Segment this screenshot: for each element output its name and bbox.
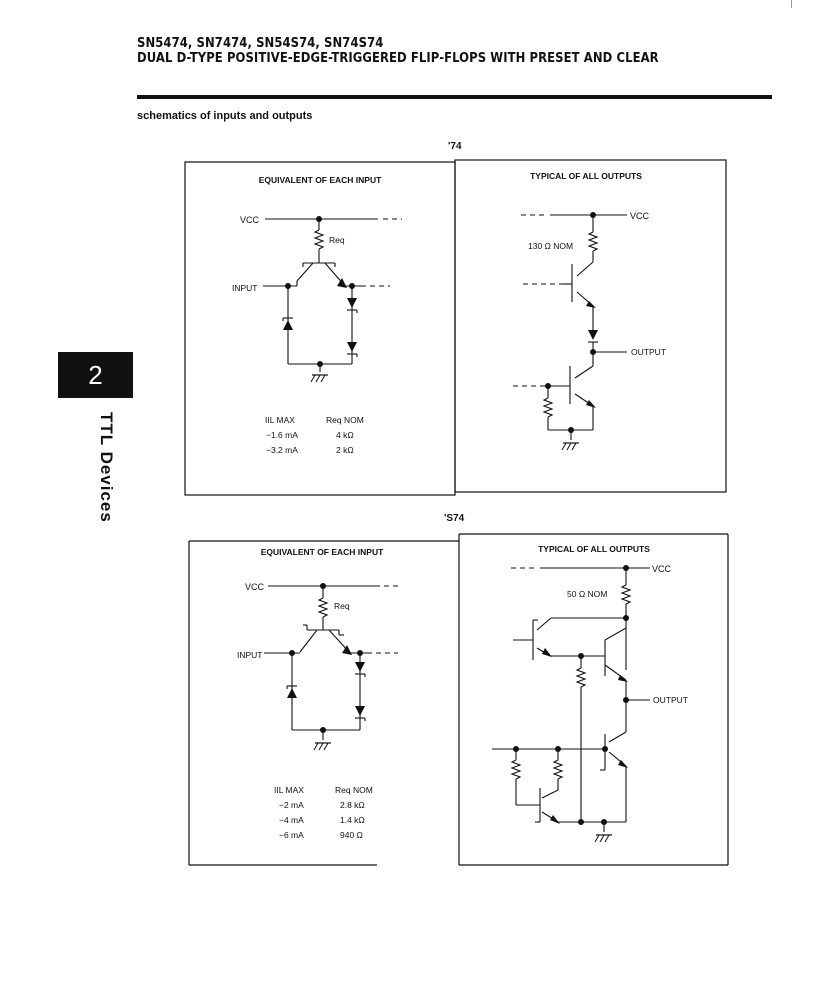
panel-s74-output-title: TYPICAL OF ALL OUTPUTS <box>538 544 650 554</box>
label-74-resistor: 130 Ω NOM <box>528 241 573 251</box>
label-74-vcc-output: VCC <box>630 211 650 221</box>
panel-74-output <box>454 159 727 493</box>
label-74-output: OUTPUT <box>631 347 666 357</box>
schematic-s74-input <box>264 585 400 740</box>
table-74-row1-req: 4 kΩ <box>336 430 354 440</box>
section-tab-number: 2 <box>88 360 103 390</box>
section-heading: schematics of inputs and outputs <box>137 110 313 122</box>
scan-mark <box>791 0 792 8</box>
table-74-header-iil: IIL MAX <box>265 415 295 425</box>
panel-74-input-title: EQUIVALENT OF EACH INPUT <box>259 175 382 185</box>
label-s74-req: Req <box>334 601 350 611</box>
label-s74-vcc-input: VCC <box>245 582 265 592</box>
panel-s74-input <box>188 540 459 866</box>
table-s74-row1-iil: −2 mA <box>279 800 304 810</box>
schematic-74-input <box>263 218 402 372</box>
section-tab <box>58 352 133 398</box>
table-74-header-req: Req NOM <box>326 415 364 425</box>
label-74-req: Req <box>329 235 345 245</box>
page-title-description: DUAL D-TYPE POSITIVE-EDGE-TRIGGERED FLIP… <box>137 50 659 66</box>
panel-s74-output <box>458 533 729 866</box>
page-title-part-numbers: SN5474, SN7474, SN54S74, SN74S74 <box>137 35 384 51</box>
table-74-row2-iil: −3.2 mA <box>266 445 298 455</box>
panel-74-input <box>184 161 456 496</box>
table-s74-row3-iil: −6 mA <box>279 830 304 840</box>
panel-s74-input-title: EQUIVALENT OF EACH INPUT <box>261 547 384 557</box>
schematic-74-output <box>513 214 627 440</box>
panel-74-output-title: TYPICAL OF ALL OUTPUTS <box>530 171 642 181</box>
table-s74-row3-req: 940 Ω <box>340 830 363 840</box>
label-s74-resistor: 50 Ω NOM <box>567 589 607 599</box>
table-74-row2-req: 2 kΩ <box>336 445 354 455</box>
variant-label-74: '74 <box>448 141 462 152</box>
label-s74-input: INPUT <box>237 650 263 660</box>
label-74-vcc-input: VCC <box>240 215 260 225</box>
label-s74-output: OUTPUT <box>653 695 688 705</box>
section-tab-label: TTL Devices <box>97 412 116 523</box>
variant-label-s74: 'S74 <box>444 513 465 524</box>
label-s74-vcc-output: VCC <box>652 564 672 574</box>
label-74-input: INPUT <box>232 283 258 293</box>
table-s74-row2-req: 1.4 kΩ <box>340 815 365 825</box>
table-s74-row1-req: 2.8 kΩ <box>340 800 365 810</box>
table-s74-row2-iil: −4 mA <box>279 815 304 825</box>
table-74-row1-iil: −1.6 mA <box>266 430 298 440</box>
header-rule <box>137 95 772 99</box>
table-s74-header-iil: IIL MAX <box>274 785 304 795</box>
table-s74-header-req: Req NOM <box>335 785 373 795</box>
